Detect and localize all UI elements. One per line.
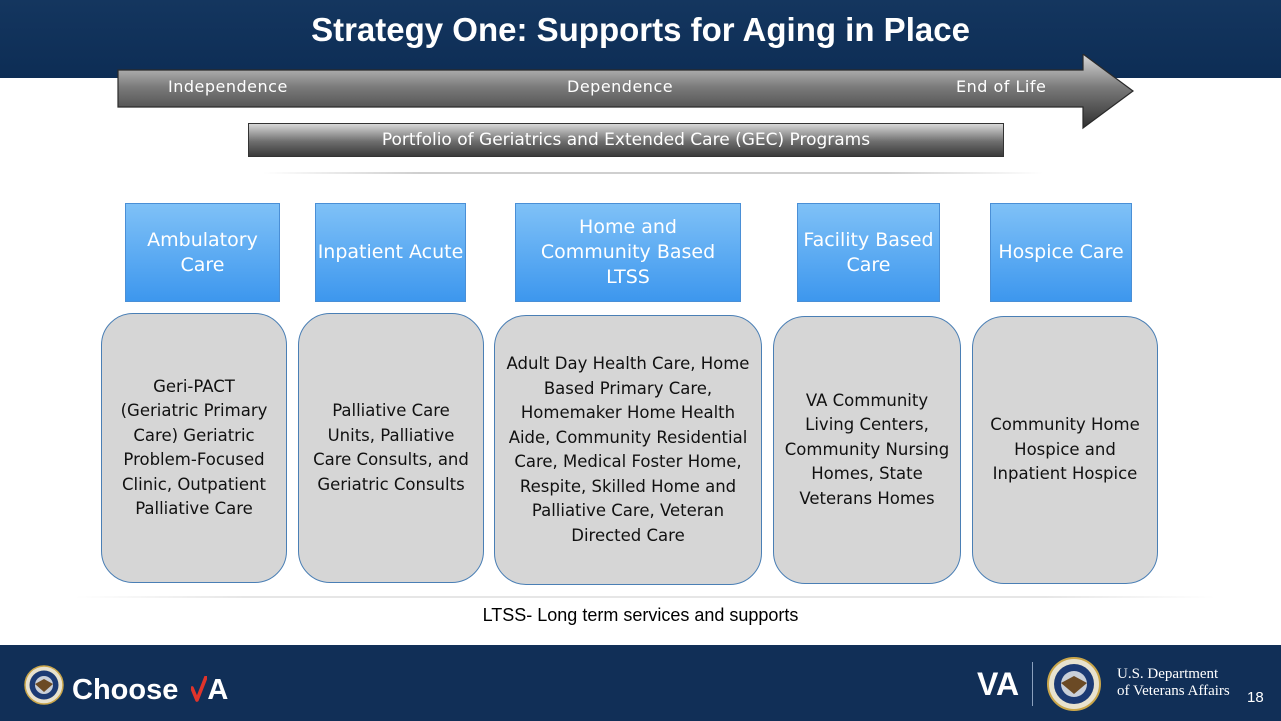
category-home-community-ltss: Home and Community Based LTSS <box>515 203 741 302</box>
description-home-community-ltss: Adult Day Health Care, Home Based Primar… <box>494 315 762 585</box>
department-line-2: of Veterans Affairs <box>1117 683 1230 699</box>
category-facility-based-care: Facility Based Care <box>797 203 940 302</box>
choose-va-text: Choose <box>72 674 179 706</box>
slide-title: Strategy One: Supports for Aging in Plac… <box>311 11 970 48</box>
va-seal-icon <box>1047 657 1101 711</box>
arrow-label-end-of-life: End of Life <box>956 77 1047 96</box>
va-logo: VA <box>977 666 1020 702</box>
choose-va-check-icon <box>191 676 208 702</box>
divider <box>263 172 1043 174</box>
category-inpatient-acute: Inpatient Acute <box>315 203 466 302</box>
category-hospice-care: Hospice Care <box>990 203 1132 302</box>
category-ambulatory-care: Ambulatory Care <box>125 203 280 302</box>
department-line-1: U.S. Department <box>1117 666 1219 682</box>
footnote-divider <box>75 596 1215 598</box>
footnote: LTSS- Long term services and supports <box>482 605 799 625</box>
page-number: 18 <box>1247 689 1264 706</box>
arrow-label-dependence: Dependence <box>567 77 674 96</box>
portfolio-banner: Portfolio of Geriatrics and Extended Car… <box>248 123 1004 157</box>
arrow-label-independence: Independence <box>168 77 288 96</box>
care-continuum-arrow <box>117 54 1135 130</box>
description-inpatient-acute: Palliative Care Units, Palliative Care C… <box>298 313 484 583</box>
choose-va-logo: Choose A <box>72 673 228 707</box>
footer-separator <box>1032 662 1033 706</box>
department-name: U.S. Department of Veterans Affairs <box>1117 666 1230 700</box>
va-seal-icon <box>24 665 64 705</box>
description-ambulatory-care: Geri-PACT (Geriatric Primary Care) Geria… <box>101 313 287 583</box>
choose-va-text-suffix: A <box>207 674 229 706</box>
description-facility-based-care: VA Community Living Centers, Community N… <box>773 316 961 584</box>
description-hospice-care: Community Home Hospice and Inpatient Hos… <box>972 316 1158 584</box>
title-bar <box>0 0 1281 78</box>
